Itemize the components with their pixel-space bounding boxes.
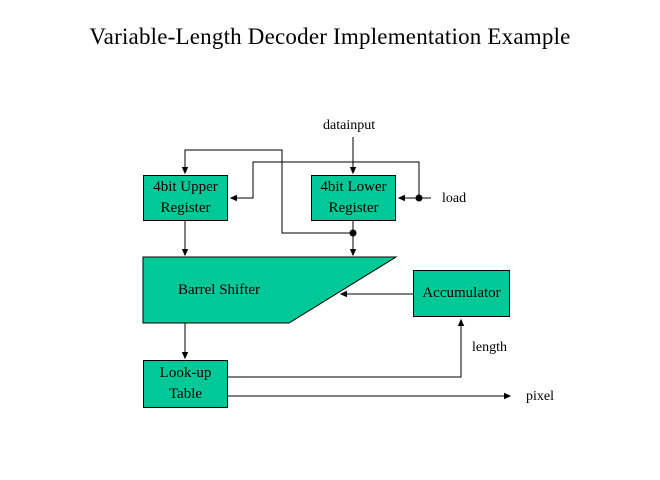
page-title: Variable-Length Decoder Implementation E…: [89, 24, 571, 49]
junction-dot-load: [415, 194, 423, 202]
signal-label-pixel: pixel: [526, 389, 554, 404]
block-lookup-table: Look-up Table: [143, 360, 228, 408]
block-upper-register: 4bit Upper Register: [143, 175, 228, 221]
block-upper-register-label-line1: 4bit Upper: [153, 179, 218, 195]
signal-label-datainput: datainput: [323, 118, 376, 133]
block-lower-register-label-line2: Register: [328, 200, 379, 216]
block-lookup-table-label-line2: Table: [168, 386, 203, 402]
junction-dot-data: [349, 229, 357, 237]
block-lower-register: 4bit Lower Register: [311, 175, 396, 221]
connector-load-to-upper: [229, 161, 420, 202]
block-accumulator: Accumulator: [413, 270, 510, 317]
block-lookup-table-label-line1: Look-up: [159, 365, 212, 381]
block-upper-register-label-line2: Register: [160, 200, 211, 216]
signal-label-load: load: [442, 191, 467, 206]
junction-dots: [349, 194, 423, 237]
connector-length-to-accumulator: [228, 318, 465, 378]
connector-lines: [181, 137, 512, 400]
barrel-shifter-shape: [142, 256, 398, 324]
block-lower-register-label-line1: 4bit Lower: [320, 179, 387, 195]
signal-label-length: length: [472, 340, 507, 355]
block-accumulator-label: Accumulator: [422, 285, 501, 301]
